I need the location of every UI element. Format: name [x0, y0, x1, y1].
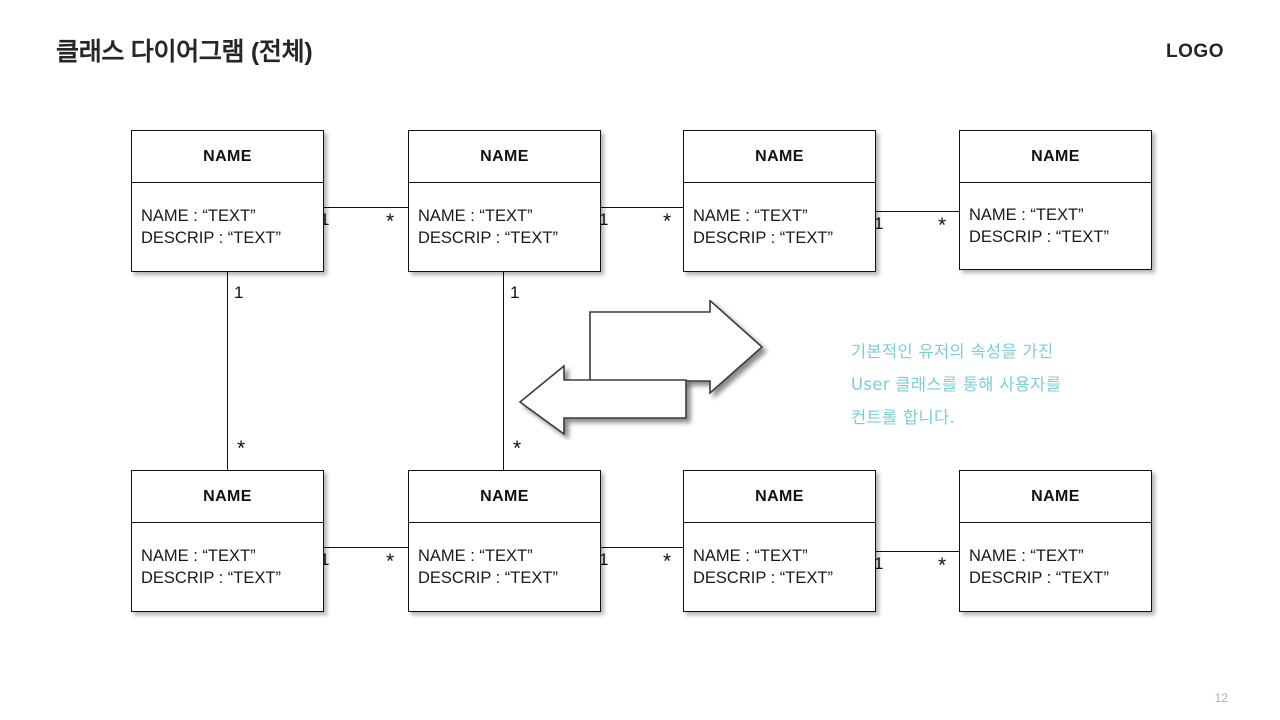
page-number: 12	[1214, 691, 1228, 705]
connector-bottom-1-2	[324, 547, 408, 548]
connector-bottom-3-4	[876, 551, 959, 552]
class-box-bottom-1[interactable]: NAME NAME : “TEXT” DESCRIP : “TEXT”	[131, 470, 324, 612]
class-attributes: NAME : “TEXT” DESCRIP : “TEXT”	[960, 183, 1151, 269]
class-name-header: NAME	[684, 131, 875, 183]
attribute-row: NAME : “TEXT”	[693, 547, 808, 565]
multiplicity-top-3-left: *	[663, 210, 672, 233]
class-name: NAME	[203, 147, 252, 165]
class-attributes: NAME : “TEXT” DESCRIP : “TEXT”	[684, 183, 875, 271]
class-name-header: NAME	[960, 131, 1151, 183]
class-box-bottom-4[interactable]: NAME NAME : “TEXT” DESCRIP : “TEXT”	[959, 470, 1152, 612]
class-name: NAME	[1031, 487, 1080, 505]
class-attributes: NAME : “TEXT” DESCRIP : “TEXT”	[409, 183, 600, 271]
multiplicity-top-1-right: 1	[320, 210, 330, 229]
class-name: NAME	[1031, 147, 1080, 165]
class-box-top-4[interactable]: NAME NAME : “TEXT” DESCRIP : “TEXT”	[959, 130, 1152, 270]
class-name-header: NAME	[960, 471, 1151, 523]
attribute-row: NAME : “TEXT”	[141, 547, 256, 565]
class-attributes: NAME : “TEXT” DESCRIP : “TEXT”	[132, 523, 323, 611]
multiplicity-bottom-2-right: 1	[599, 550, 609, 569]
class-name-header: NAME	[684, 471, 875, 523]
class-attributes: NAME : “TEXT” DESCRIP : “TEXT”	[960, 523, 1151, 611]
attribute-row: DESCRIP : “TEXT”	[693, 229, 833, 247]
class-box-top-2[interactable]: NAME NAME : “TEXT” DESCRIP : “TEXT”	[408, 130, 601, 272]
annotation-line: 컨트롤 합니다.	[851, 408, 955, 427]
connector-top-3-4	[876, 211, 959, 212]
class-box-bottom-3[interactable]: NAME NAME : “TEXT” DESCRIP : “TEXT”	[683, 470, 876, 612]
connector-top-2-3	[601, 207, 683, 208]
class-name-header: NAME	[132, 131, 323, 183]
multiplicity-vertical-middle-bottom: *	[513, 437, 522, 460]
class-box-top-3[interactable]: NAME NAME : “TEXT” DESCRIP : “TEXT”	[683, 130, 876, 272]
class-name: NAME	[755, 487, 804, 505]
multiplicity-bottom-3-left: *	[663, 550, 672, 573]
class-attributes: NAME : “TEXT” DESCRIP : “TEXT”	[132, 183, 323, 271]
class-box-top-1[interactable]: NAME NAME : “TEXT” DESCRIP : “TEXT”	[131, 130, 324, 272]
connector-bottom-2-3	[601, 547, 683, 548]
class-name: NAME	[480, 147, 529, 165]
attribute-row: DESCRIP : “TEXT”	[418, 229, 558, 247]
class-name-header: NAME	[409, 131, 600, 183]
multiplicity-vertical-left-top: 1	[234, 283, 244, 302]
attribute-row: NAME : “TEXT”	[141, 207, 256, 225]
attribute-row: DESCRIP : “TEXT”	[141, 569, 281, 587]
annotation-line: 기본적인 유저의 속성을 가진	[851, 342, 1054, 361]
attribute-row: DESCRIP : “TEXT”	[969, 569, 1109, 587]
attribute-row: NAME : “TEXT”	[418, 547, 533, 565]
connector-vertical-middle	[503, 270, 504, 470]
multiplicity-top-2-right: 1	[599, 210, 609, 229]
connector-top-1-2	[324, 207, 408, 208]
connector-vertical-left	[227, 270, 228, 470]
attribute-row: NAME : “TEXT”	[418, 207, 533, 225]
multiplicity-bottom-2-left: *	[386, 550, 395, 573]
multiplicity-bottom-3-right: 1	[874, 554, 884, 573]
page-title: 클래스 다이어그램 (전체)	[56, 38, 313, 66]
attribute-row: NAME : “TEXT”	[693, 207, 808, 225]
multiplicity-vertical-middle-top: 1	[510, 283, 520, 302]
multiplicity-top-2-left: *	[386, 210, 395, 233]
arrow-left-icon	[508, 362, 703, 440]
multiplicity-top-3-right: 1	[874, 214, 884, 233]
multiplicity-bottom-1-right: 1	[320, 550, 330, 569]
logo: LOGO	[1166, 41, 1224, 62]
class-attributes: NAME : “TEXT” DESCRIP : “TEXT”	[409, 523, 600, 611]
class-attributes: NAME : “TEXT” DESCRIP : “TEXT”	[684, 523, 875, 611]
attribute-row: DESCRIP : “TEXT”	[693, 569, 833, 587]
annotation-text: 기본적인 유저의 속성을 가진 User 클래스를 통해 사용자를 컨트롤 합니…	[851, 335, 1151, 434]
class-name: NAME	[480, 487, 529, 505]
class-box-bottom-2[interactable]: NAME NAME : “TEXT” DESCRIP : “TEXT”	[408, 470, 601, 612]
class-name: NAME	[203, 487, 252, 505]
attribute-row: DESCRIP : “TEXT”	[141, 229, 281, 247]
multiplicity-vertical-left-bottom: *	[237, 437, 246, 460]
multiplicity-top-4-left: *	[938, 214, 947, 237]
attribute-row: DESCRIP : “TEXT”	[969, 228, 1109, 246]
annotation-line: User 클래스를 통해 사용자를	[851, 375, 1062, 394]
class-name: NAME	[755, 147, 804, 165]
class-name-header: NAME	[409, 471, 600, 523]
attribute-row: NAME : “TEXT”	[969, 547, 1084, 565]
class-name-header: NAME	[132, 471, 323, 523]
attribute-row: DESCRIP : “TEXT”	[418, 569, 558, 587]
multiplicity-bottom-4-left: *	[938, 554, 947, 577]
attribute-row: NAME : “TEXT”	[969, 206, 1084, 224]
